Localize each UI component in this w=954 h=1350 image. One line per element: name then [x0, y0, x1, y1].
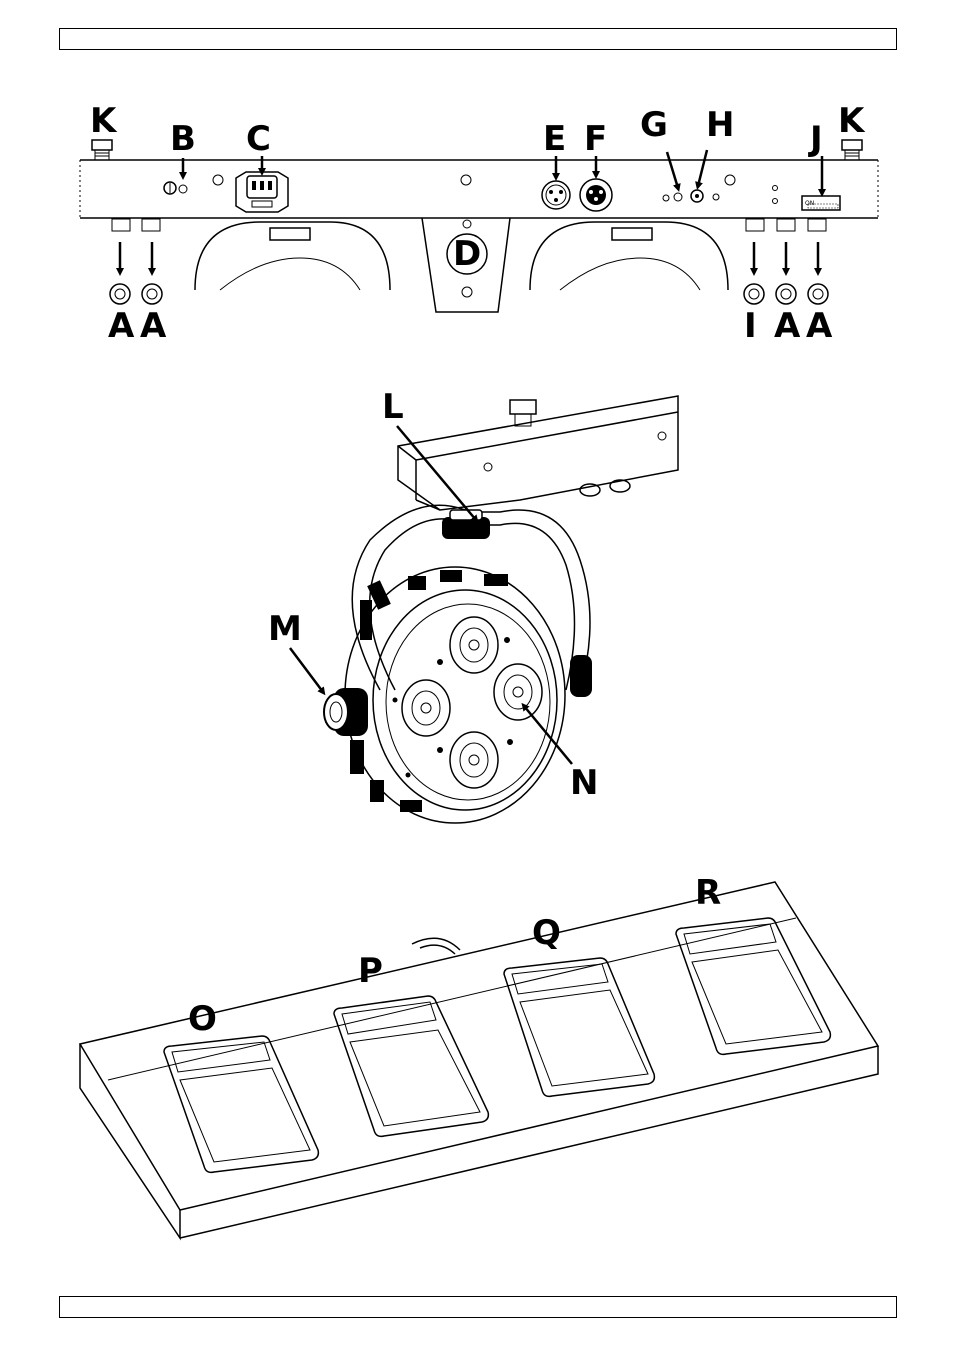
dmx-out-connector: [580, 179, 612, 211]
spot-figure: L M N: [268, 387, 678, 823]
dip-switch: ON: [802, 196, 840, 210]
fuse-holder: [164, 182, 187, 194]
label-b: B: [170, 119, 196, 159]
label-k-right: K: [838, 101, 866, 141]
label-j: J: [808, 119, 823, 159]
label-q: Q: [532, 913, 561, 953]
pedal-o: [164, 1036, 318, 1172]
dmx-in-connector: [542, 181, 570, 209]
dip-switch-on-label: ON: [805, 200, 814, 207]
side-knob-right: [570, 655, 592, 697]
label-r: R: [695, 873, 721, 913]
led-lenses: [402, 617, 542, 788]
label-g: G: [640, 105, 668, 145]
label-a-1: A: [108, 306, 135, 346]
side-knob-left: [324, 688, 368, 736]
label-k-left: K: [90, 101, 118, 141]
label-o: O: [188, 999, 217, 1039]
pedal-p: [334, 996, 488, 1136]
label-a-3: A: [774, 306, 801, 346]
label-d: D: [453, 234, 481, 274]
label-l: L: [382, 387, 404, 427]
label-i: I: [744, 306, 757, 346]
k-right-knob: [842, 140, 862, 160]
arrow-n: [524, 706, 572, 764]
label-h: H: [706, 105, 734, 145]
k-left-knob: [92, 140, 112, 160]
label-p: P: [358, 951, 383, 991]
microphone: [691, 190, 719, 202]
label-a-2: A: [140, 306, 167, 346]
pedal-q: [504, 958, 654, 1096]
label-n: N: [570, 763, 598, 803]
label-e: E: [543, 119, 566, 159]
pedal-r: [676, 918, 830, 1054]
sensitivity-knob: [663, 193, 682, 201]
top-knob: [442, 510, 490, 539]
label-a-4: A: [806, 306, 833, 346]
label-f: F: [584, 119, 607, 159]
arrow-m: [290, 648, 323, 692]
power-inlet: [236, 172, 288, 212]
rear-panel-figure: ON: [80, 101, 878, 346]
foot-controller-figure: O P Q R: [80, 873, 878, 1238]
label-c: C: [246, 119, 271, 159]
label-m: M: [268, 609, 302, 649]
